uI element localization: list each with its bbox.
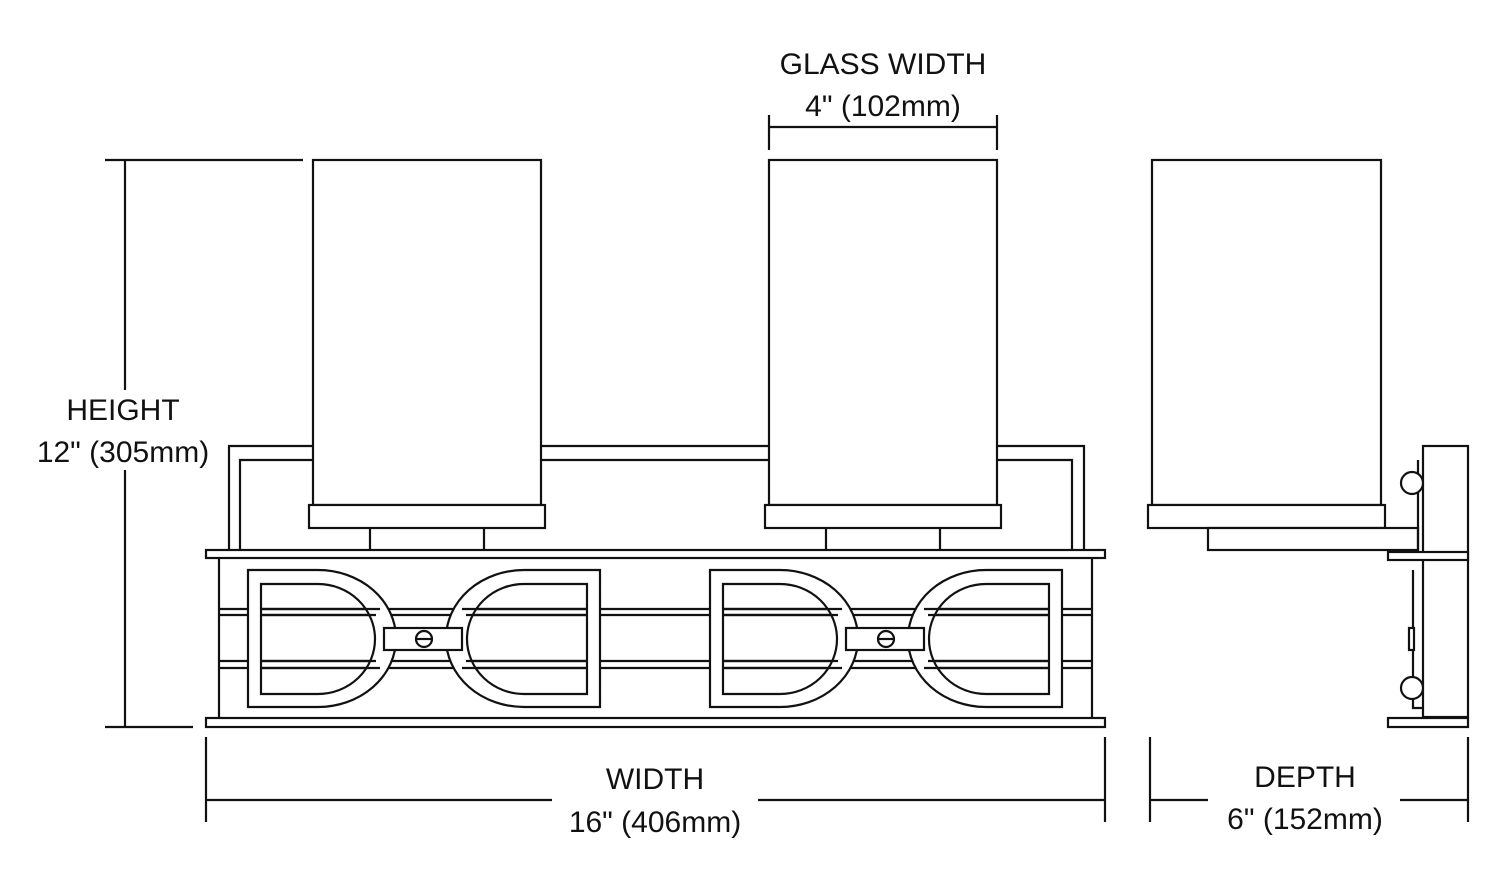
screw-icon	[414, 629, 434, 649]
width-dimension: WIDTH 16" (406mm)	[204, 737, 1107, 839]
depth-value: 6" (152mm)	[1227, 803, 1383, 836]
glass-width-title: GLASS WIDTH	[780, 48, 987, 81]
depth-dimension: DEPTH 6" (152mm)	[1148, 737, 1470, 836]
height-dimension: HEIGHT 12" (305mm)	[37, 158, 303, 729]
depth-title: DEPTH	[1254, 761, 1356, 794]
glass-width-dimension: GLASS WIDTH 4" (102mm)	[767, 48, 999, 150]
height-title: HEIGHT	[66, 394, 179, 427]
decor-unit-1	[246, 568, 602, 709]
screw-icon	[876, 629, 896, 649]
width-title: WIDTH	[606, 763, 704, 796]
width-value: 16" (406mm)	[569, 806, 741, 839]
base-frame	[204, 548, 1107, 729]
decor-unit-2	[708, 568, 1064, 709]
side-view	[1146, 158, 1470, 729]
back-rail	[227, 444, 1086, 550]
height-value: 12" (305mm)	[37, 436, 209, 469]
glass-shade-left	[307, 158, 547, 550]
glass-width-value: 4" (102mm)	[805, 90, 961, 123]
glass-shade-middle	[763, 158, 1003, 550]
